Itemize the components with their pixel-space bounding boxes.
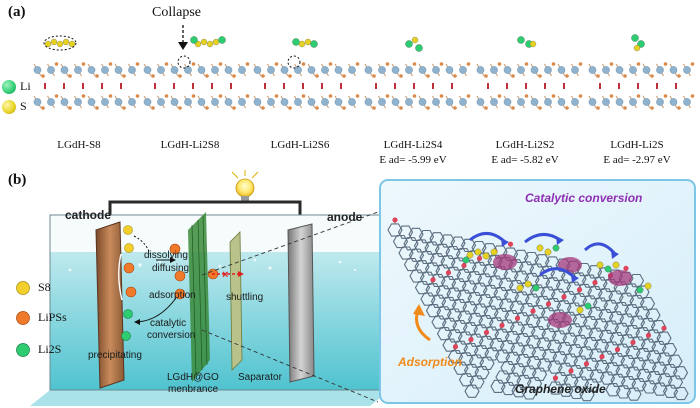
layered-hydroxide-structure — [253, 38, 360, 110]
panel-b-diagram: × — [16, 170, 696, 406]
adsorption-energy: E ad= -2.97 eV — [603, 154, 671, 166]
li-legend-label: Li — [20, 79, 31, 93]
svg-text:×: × — [222, 269, 228, 281]
membrane-label-2: menbrance — [168, 384, 219, 395]
cathode-label: cathode — [65, 208, 112, 222]
diffusing-label: diffusing — [152, 263, 190, 274]
adsorbate-molecule — [405, 36, 423, 52]
adsorbate-molecule — [292, 38, 318, 48]
legend-s8-label: S8 — [38, 280, 51, 294]
conversion-label: conversion — [147, 330, 196, 341]
adsorption-energy: E ad= -5.99 eV — [379, 154, 447, 166]
legend-lipss-label: LiPSs — [38, 310, 67, 324]
adsorbate-molecule — [517, 36, 537, 48]
structure-name: LGdH-Li2S — [610, 139, 664, 151]
zoom-adsorption-label: Adsorption — [398, 355, 462, 369]
li-legend-icon — [2, 80, 16, 94]
panel-a-label: (a) — [8, 4, 26, 20]
structure-name: LGdH-Li2S8 — [160, 139, 220, 151]
panel-a-structures — [33, 25, 695, 110]
layered-hydroxide-structure — [33, 35, 140, 110]
zoom-panel — [379, 179, 696, 404]
catalytic-label: catalytic — [150, 318, 187, 329]
separator-label: Saparator — [238, 372, 282, 383]
layered-hydroxide-structure — [476, 36, 583, 110]
adsorbate-molecule — [44, 38, 76, 48]
s-legend-icon — [2, 100, 16, 114]
light-bulb-icon — [231, 170, 259, 202]
layered-hydroxide-structure — [588, 34, 695, 110]
catalytic-conversion-label: Catalytic conversion — [525, 191, 643, 205]
adsorption-label: adsorption — [149, 290, 196, 301]
dissolving-label: dissolving — [144, 250, 188, 261]
panel-b-label: (b) — [8, 172, 27, 188]
collapse-label: Collapse — [152, 5, 201, 20]
membrane — [188, 212, 210, 382]
anode-label: anode — [327, 210, 363, 224]
structure-name: LGdH-Li2S6 — [270, 139, 330, 151]
adsorbate-molecule — [631, 34, 645, 52]
structure-name: LGdH-Li2S4 — [383, 139, 443, 151]
structure-name: LGdH-Li2S2 — [495, 139, 555, 151]
graphene-oxide-sheet — [387, 217, 689, 402]
legend-li2s-label: Li2S — [38, 342, 62, 356]
adsorbate-molecule — [190, 36, 226, 48]
s-legend-label: S — [20, 99, 27, 113]
membrane-label: LGdH@GO — [167, 372, 219, 383]
graphene-oxide-label: Graphene oxide — [515, 382, 606, 396]
shuttling-label: shuttling — [226, 292, 264, 303]
structure-name: LGdH-S8 — [57, 139, 101, 151]
adsorption-energy: E ad= -5.82 eV — [491, 154, 559, 166]
precipitating-label: precipitating — [88, 350, 142, 361]
layered-hydroxide-structure — [364, 36, 471, 110]
layered-hydroxide-structure — [143, 36, 250, 110]
